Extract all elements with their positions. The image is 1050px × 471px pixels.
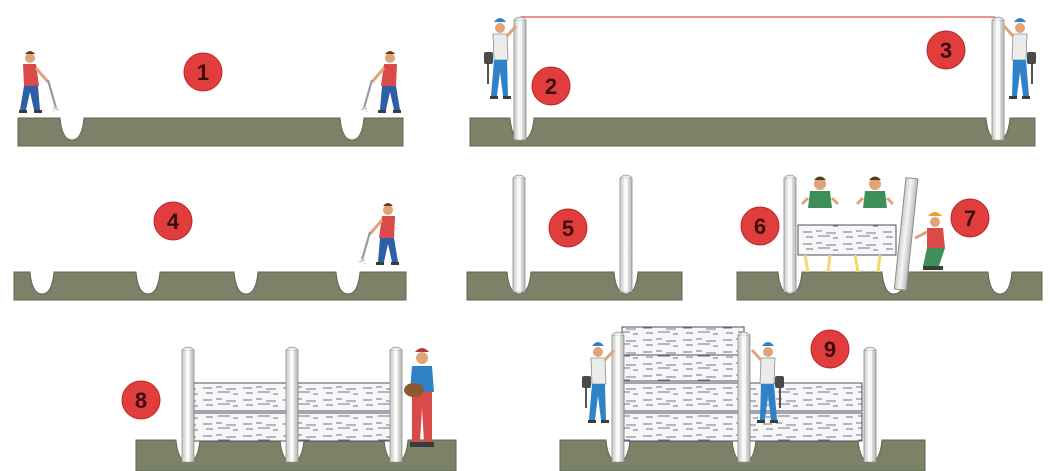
- worker-green-icon: [857, 177, 893, 209]
- pillar: [513, 175, 525, 292]
- step-number: 8: [135, 388, 147, 413]
- fence-panel: [624, 413, 740, 441]
- pillar: [514, 17, 526, 140]
- digging-worker-icon: [360, 51, 401, 113]
- pillar: [864, 347, 876, 462]
- fence-panel: [194, 413, 289, 441]
- pillar: [784, 175, 796, 292]
- drill-worker-icon: [1004, 18, 1036, 99]
- pillar: [390, 347, 402, 462]
- digging-worker-icon: [358, 203, 399, 265]
- fence-panel: [298, 413, 393, 441]
- fence-panel: [798, 225, 896, 255]
- fence-panel: [194, 383, 289, 411]
- step-badge: 5: [549, 209, 587, 247]
- step-number: 1: [197, 60, 209, 85]
- crouching-worker-icon: [915, 212, 945, 270]
- step-badge: 7: [951, 199, 989, 237]
- step-number: 6: [754, 214, 766, 239]
- concrete-worker-icon: [404, 348, 434, 447]
- step-number: 3: [940, 38, 952, 63]
- ground-step-2-3: [470, 118, 1035, 146]
- step-number: 9: [824, 337, 836, 362]
- top-fence-panel: [622, 327, 744, 355]
- ground-step-5: [467, 272, 682, 300]
- fence-panel: [750, 413, 862, 441]
- top-fence-panel: [622, 355, 744, 381]
- step-badge: 4: [154, 202, 192, 240]
- step-badge: 9: [811, 330, 849, 368]
- pillar: [992, 17, 1004, 140]
- drill-worker-icon: [484, 18, 516, 99]
- ground-step-4: [14, 272, 406, 300]
- pillar: [738, 332, 750, 462]
- pillar: [182, 347, 194, 462]
- step-badge: 6: [741, 207, 779, 245]
- step-number: 7: [964, 206, 976, 231]
- digging-worker-icon: [19, 51, 60, 113]
- step-number: 5: [562, 216, 574, 241]
- worker-green-icon: [802, 177, 838, 209]
- panel-supports: [805, 255, 880, 272]
- step-number: 4: [167, 209, 180, 234]
- lifting-worker-icon: [582, 342, 614, 423]
- step-badge: 1: [184, 53, 222, 91]
- step-badge: 8: [122, 381, 160, 419]
- fence-panel: [624, 383, 740, 411]
- step-number: 2: [545, 74, 557, 99]
- ground-step-1: [18, 118, 403, 146]
- fence-panel: [298, 383, 393, 411]
- ground-step-6-7: [737, 272, 1042, 300]
- pillar: [286, 347, 298, 462]
- pillar: [620, 175, 632, 292]
- step-badge: 3: [927, 31, 965, 69]
- step-badge: 2: [532, 67, 570, 105]
